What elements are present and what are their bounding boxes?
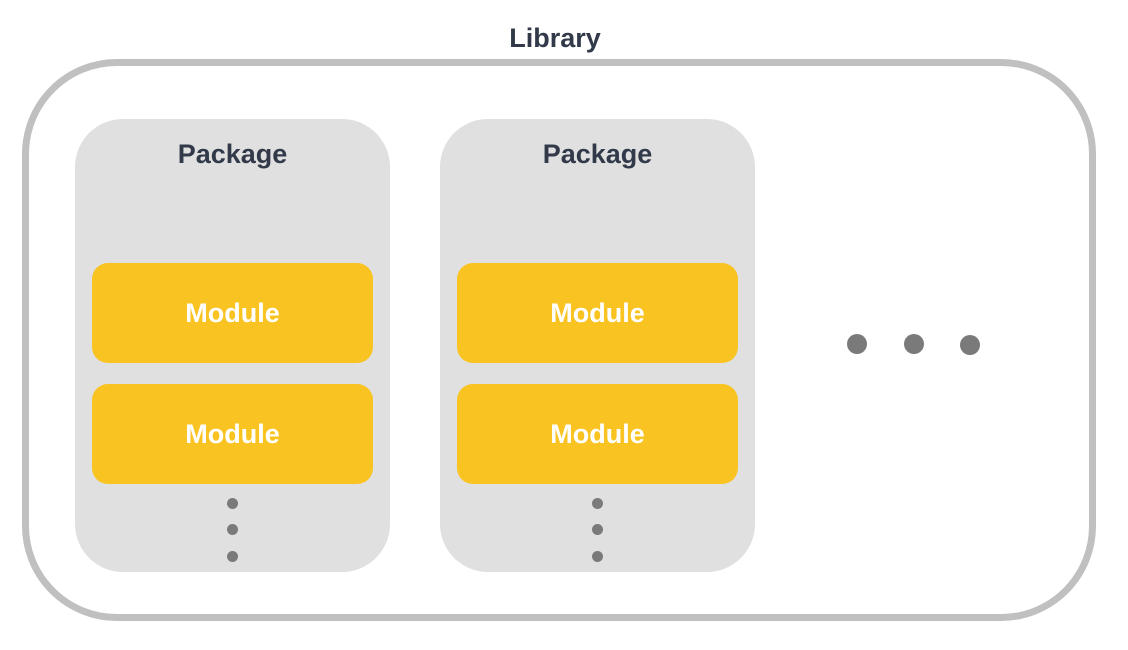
package-2-module-1: Module	[457, 263, 738, 363]
package-1-module-2: Module	[92, 384, 373, 484]
package-2-module-2: Module	[457, 384, 738, 484]
horizontal-ellipsis-icon	[846, 333, 986, 357]
library-title: Library	[509, 23, 601, 53]
vertical-ellipsis-icon	[440, 497, 755, 563]
ellipsis-dot	[592, 524, 603, 535]
package-1: Package Module Module	[75, 119, 390, 572]
ellipsis-dot	[227, 498, 238, 509]
module-label: Module	[550, 418, 645, 449]
package-2-title: Package	[542, 139, 653, 169]
module-label: Module	[185, 418, 280, 449]
vertical-ellipsis-icon	[75, 497, 390, 563]
package-1-module-1: Module	[92, 263, 373, 363]
module-label: Module	[185, 297, 280, 328]
package-1-title: Package	[177, 139, 288, 169]
ellipsis-dot	[904, 334, 924, 354]
ellipsis-dot	[227, 524, 238, 535]
ellipsis-dot	[592, 498, 603, 509]
ellipsis-dot	[960, 335, 980, 355]
package-2: Package Module Module	[440, 119, 755, 572]
module-label: Module	[550, 297, 645, 328]
ellipsis-dot	[592, 551, 603, 562]
ellipsis-dot	[227, 551, 238, 562]
ellipsis-dot	[847, 334, 867, 354]
